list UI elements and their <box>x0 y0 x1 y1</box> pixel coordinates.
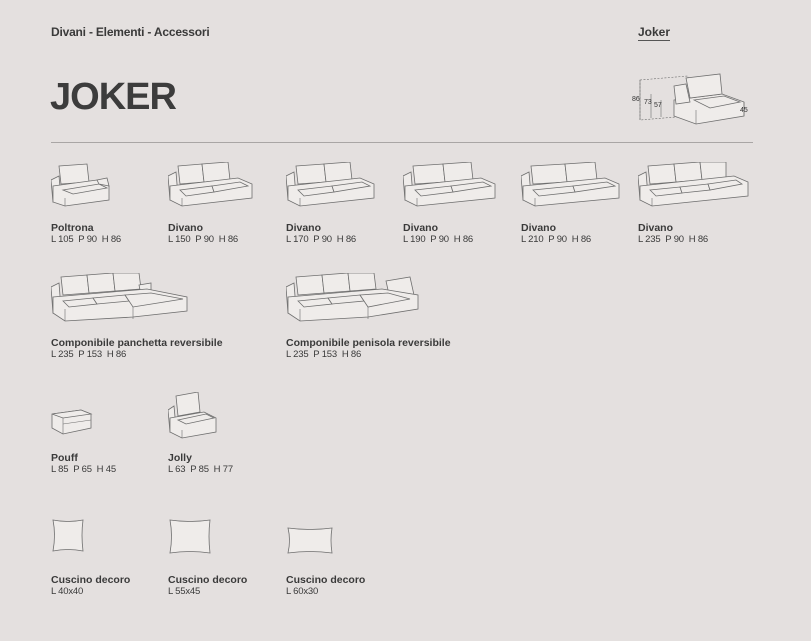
product-sofa-235[interactable]: Divano L 235 P 90 H 86 <box>638 162 798 246</box>
product-sofa-210[interactable]: Divano L 210 P 90 H 86 <box>521 162 681 246</box>
sofa-2-seat-icon <box>286 162 375 207</box>
product-dims: L 85 P 65 H 45 <box>51 464 116 475</box>
product-sofa-190[interactable]: Divano L 190 P 90 H 86 <box>403 162 563 246</box>
product-sectional-bench[interactable]: Componibile panchetta reversibile L 235 … <box>51 273 251 361</box>
dim-label-86: 86 <box>632 96 640 103</box>
product-armchair[interactable]: Poltrona L 105 P 90 H 86 <box>51 162 211 246</box>
product-cushion-40[interactable]: Cuscino decoro L 40x40 <box>51 518 211 598</box>
product-jolly[interactable]: Jolly L 63 P 85 H 77 <box>168 392 328 476</box>
product-name: Cuscino decoro <box>286 574 366 586</box>
sectional-bench-icon <box>51 273 188 322</box>
product-dims: L 60x30 <box>286 586 319 597</box>
product-name: Jolly <box>168 452 192 464</box>
sofa-3-seat-icon <box>638 162 749 207</box>
product-name: Divano <box>638 222 674 234</box>
product-dims: L 170 P 90 H 86 <box>286 234 357 245</box>
product-name: Cuscino decoro <box>168 574 248 586</box>
product-name: Cuscino decoro <box>51 574 131 586</box>
product-dims: L 235 P 153 H 86 <box>51 349 127 360</box>
sofa-2-seat-icon <box>521 162 620 207</box>
divider <box>51 142 753 143</box>
product-dims: L 235 P 153 H 86 <box>286 349 362 360</box>
product-name: Divano <box>286 222 322 234</box>
product-cushion-60[interactable]: Cuscino decoro L 60x30 <box>286 526 446 598</box>
dimension-schematic-icon: 86 73 57 45 <box>632 73 748 125</box>
sofa-2-seat-icon <box>403 162 496 207</box>
product-dims: L 150 P 90 H 86 <box>168 234 239 245</box>
breadcrumb: Divani - Elementi - Accessori <box>51 25 210 39</box>
pouf-icon <box>51 409 93 435</box>
product-dims: L 55x45 <box>168 586 201 597</box>
product-dims: L 235 P 90 H 86 <box>638 234 709 245</box>
product-sofa-170[interactable]: Divano L 170 P 90 H 86 <box>286 162 446 246</box>
product-sofa-150[interactable]: Divano L 150 P 90 H 86 <box>168 162 328 246</box>
product-dims: L 63 P 85 H 77 <box>168 464 233 475</box>
product-name: Componibile penisola reversibile <box>286 337 451 349</box>
cushion-icon <box>169 519 211 554</box>
product-name: Componibile panchetta reversibile <box>51 337 223 349</box>
cushion-icon <box>287 527 333 554</box>
sofa-2-seat-icon <box>168 162 253 207</box>
product-dims: L 105 P 90 H 86 <box>51 234 122 245</box>
product-link[interactable]: Joker <box>638 25 671 41</box>
product-name: Divano <box>521 222 557 234</box>
product-dims: L 210 P 90 H 86 <box>521 234 592 245</box>
dim-label-45: 45 <box>740 107 748 114</box>
product-name: Divano <box>168 222 204 234</box>
sectional-chaise-icon <box>286 273 419 322</box>
product-dims: L 40x40 <box>51 586 84 597</box>
jolly-chair-icon <box>168 392 217 439</box>
dim-label-57: 57 <box>654 102 662 109</box>
dim-label-73: 73 <box>644 99 652 106</box>
product-name: Pouff <box>51 452 78 464</box>
page-title: JOKER <box>50 76 177 118</box>
product-name: Poltrona <box>51 222 94 234</box>
armchair-icon <box>51 163 110 207</box>
cushion-icon <box>52 519 84 552</box>
product-pouf[interactable]: Pouff L 85 P 65 H 45 <box>51 406 211 476</box>
product-sectional-chaise[interactable]: Componibile penisola reversibile L 235 P… <box>286 273 486 361</box>
product-name: Divano <box>403 222 439 234</box>
product-cushion-55[interactable]: Cuscino decoro L 55x45 <box>168 518 328 598</box>
product-dims: L 190 P 90 H 86 <box>403 234 474 245</box>
